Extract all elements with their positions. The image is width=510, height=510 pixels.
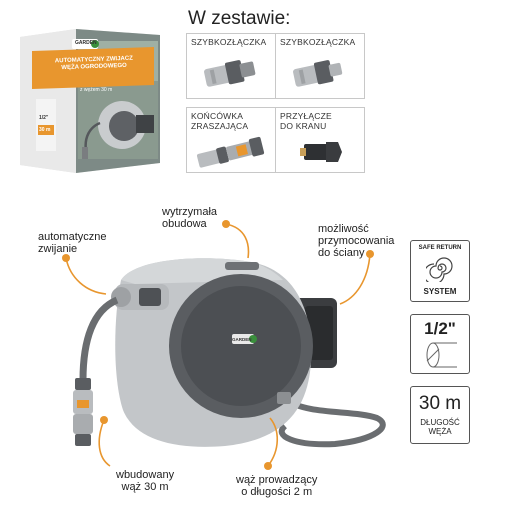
feature-wall-mount: możliwość przymocowania do ściany [318,223,394,259]
feature-wall-mount-line2: przymocowania [318,235,395,247]
kit-item-label: KOŃCÓWKA ZRASZAJĄCA [191,111,248,131]
kit-item-spray-nozzle: KOŃCÓWKA ZRASZAJĄCA [186,107,276,173]
spiral-icon [426,257,453,282]
feature-builtin-hose-line1: wbudowany [116,469,175,481]
diameter-value: 1/2" [424,319,456,338]
length-label-line1: DŁUGOŚĆ [420,418,460,427]
kit-item-label-line1: KOŃCÓWKA [191,111,244,121]
diameter-badge: 1/2" [410,314,470,374]
annotation-dot [222,220,230,228]
safe-return-label-top: SAFE RETURN [418,245,462,251]
annotation-dot [62,254,70,262]
feature-builtin-hose-line2: wąż 30 m [121,481,169,493]
feature-builtin-hose: wbudowany wąż 30 m [116,469,174,493]
kit-item-label: SZYBKOZŁĄCZKA [280,37,356,47]
kit-item-quick-connector-2: SZYBKOZŁĄCZKA [275,33,365,99]
kit-title: W zestawie: [188,8,291,29]
feature-auto-rewind-line2: zwijanie [38,243,78,255]
box-subtitle: z wężem 30 m [80,87,113,93]
hose-diameter-icon [426,342,457,368]
length-label: DŁUGOŚĆ WĘŻA [411,418,469,436]
kit-item-label-line1: PRZYŁĄCZE [280,111,332,121]
feature-lead-hose-line1: wąż prowadzący [236,474,318,486]
feature-lead-hose-line2: o długości 2 m [241,486,313,498]
kit-item-label-line2: DO KRANU [280,121,327,131]
tap-adapter-icon [300,142,342,162]
reel-brand-logo: GARDEN [232,337,252,342]
annotation-dot [366,250,374,258]
feature-wall-mount-line3: do ściany [318,247,365,259]
kit-item-label: SZYBKOZŁĄCZKA [191,37,267,47]
feature-lead-hose: wąż prowadzący o długości 2 m [236,474,317,498]
feature-auto-rewind-line1: automatyczne [38,231,107,243]
length-value: 30 m [418,393,462,414]
quick-connector-icon [293,60,343,87]
feature-housing: wytrzymała obudowa [162,206,217,230]
quick-connector-icon [204,60,256,87]
safe-return-badge: SAFE RETURN SYSTEM [410,240,470,302]
kit-item-tap-adapter: PRZYŁĄCZE DO KRANU [275,107,365,173]
feature-housing-line2: obudowa [162,218,207,230]
box-spec-length: 30 m [39,127,51,133]
length-badge: 30 m DŁUGOŚĆ WĘŻA [410,386,470,444]
box-spec-inch: 1/2" [39,115,49,121]
box-brand-logo: GARDEN [75,40,97,46]
length-label-line2: WĘŻA [428,427,452,436]
spray-nozzle-icon [196,136,265,168]
kit-item-label-line2: ZRASZAJĄCA [191,121,249,131]
feature-wall-mount-line1: możliwość [318,223,369,235]
feature-auto-rewind: automatyczne zwijanie [38,231,106,255]
kit-item-quick-connector-1: SZYBKOZŁĄCZKA [186,33,276,99]
product-box-image: GARDEN AUTOMATYCZNY ZWIJACZ WĘŻA OGRODOW… [14,27,164,174]
safe-return-label-bottom: SYSTEM [423,287,457,296]
hose-reel-illustration [73,258,386,448]
annotation-dot [100,416,108,424]
feature-housing-line1: wytrzymała [162,206,218,218]
kit-item-label: PRZYŁĄCZE DO KRANU [280,111,332,131]
annotation-dot [264,462,272,470]
